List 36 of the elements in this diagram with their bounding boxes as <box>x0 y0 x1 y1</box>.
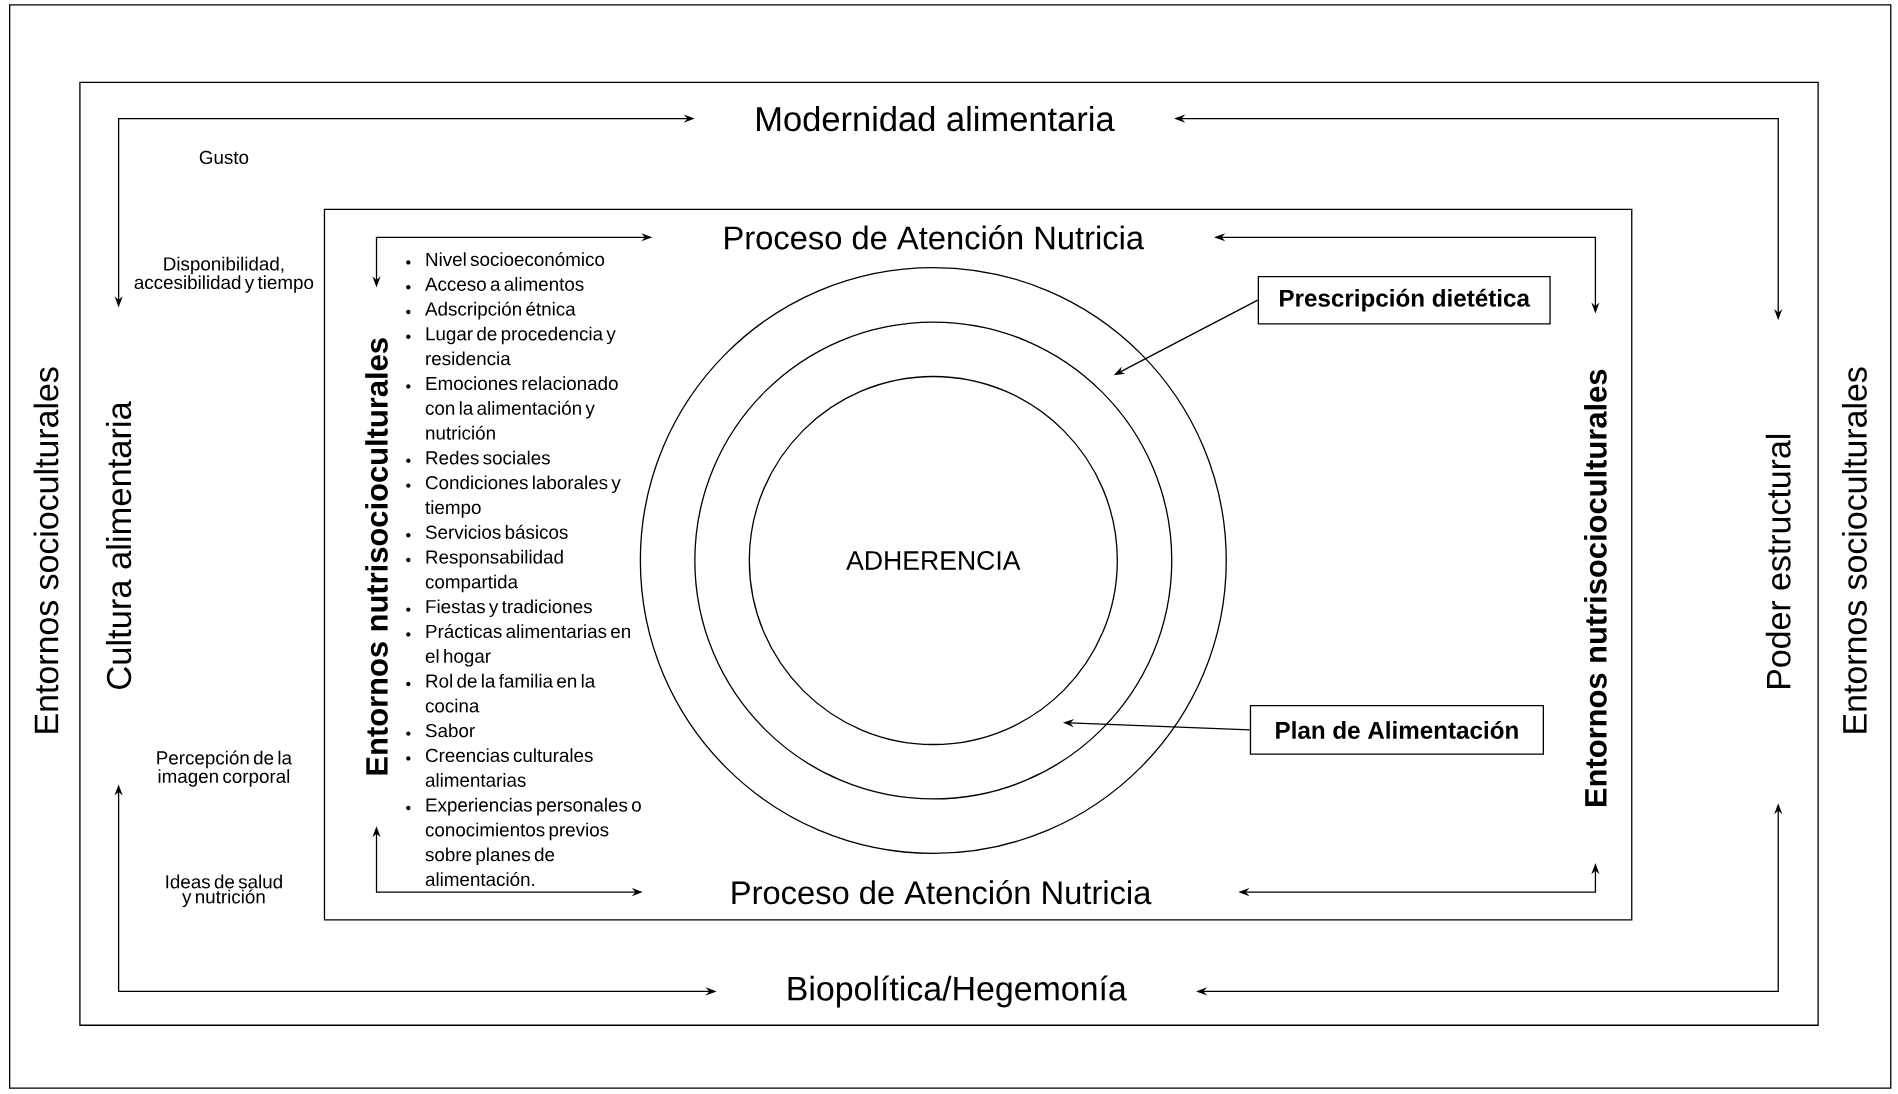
side-label: Entornos nutrisocioculturales <box>1584 369 1607 806</box>
side-note: Percepción de la imagen corporal <box>157 750 292 787</box>
side-label: Cultura alimentaria <box>105 401 132 689</box>
side-label: Poder estructural <box>1765 434 1791 688</box>
bullet-item: Redes sociales <box>426 450 550 465</box>
frame-box <box>79 81 1819 1026</box>
ring-circle <box>694 321 1173 800</box>
bullet-item: Rol de la familia en la cocina <box>425 673 596 713</box>
heading-text: Proceso de Atención Nutricia <box>725 225 1145 250</box>
circle-label: ADHERENCIA <box>748 375 1118 746</box>
side-label: Entornos socioculturales <box>1841 367 1867 733</box>
ring-circle <box>639 266 1227 855</box>
side-label: Entornos nutrisocioculturales <box>365 338 388 775</box>
bullet-item: Emociones relacionado con la alimentación y nutrición <box>425 376 618 440</box>
bullet-item: Prácticas alimentarias en el hogar <box>425 624 630 667</box>
bullet-item: Fiestas y tradiciones <box>426 599 592 617</box>
heading-text: Modernidad alimentaria <box>757 105 1115 132</box>
side-note: Gusto <box>199 150 249 165</box>
label-box: Plan de Alimentación <box>1249 705 1544 755</box>
side-note: Ideas de salud y nutrición <box>166 874 282 908</box>
bullet-item: Creencias culturales alimentarias <box>425 748 593 787</box>
bullet-item: Adscripción étnica <box>425 301 576 320</box>
bullet-item: Sabor <box>425 723 475 738</box>
side-label: Entornos socioculturales <box>33 367 59 733</box>
bullet-item: Nivel socioeconómico <box>426 252 605 267</box>
frame-box <box>323 208 1633 921</box>
bullet-item: Servicios básicos <box>425 524 568 539</box>
side-note: Disponibilidad, accesibilidad y tiempo <box>134 256 314 293</box>
heading-text: Biopolítica/Hegemonía <box>788 975 1127 1008</box>
bullet-item: Acceso a alimentos <box>425 277 584 291</box>
bullet-item: Lugar de procedencia y residencia <box>426 326 616 366</box>
bullet-item: Responsabilidad compartida <box>425 549 563 593</box>
bullet-item: Experiencias personales o conocimientos previos sobre planes de alimentación. <box>425 797 641 887</box>
label-box: Prescripción dietética <box>1257 275 1551 325</box>
heading-text: Proceso de Atención Nutricia <box>732 879 1152 905</box>
bullet-item: Condiciones laborales y tiempo <box>425 475 621 518</box>
